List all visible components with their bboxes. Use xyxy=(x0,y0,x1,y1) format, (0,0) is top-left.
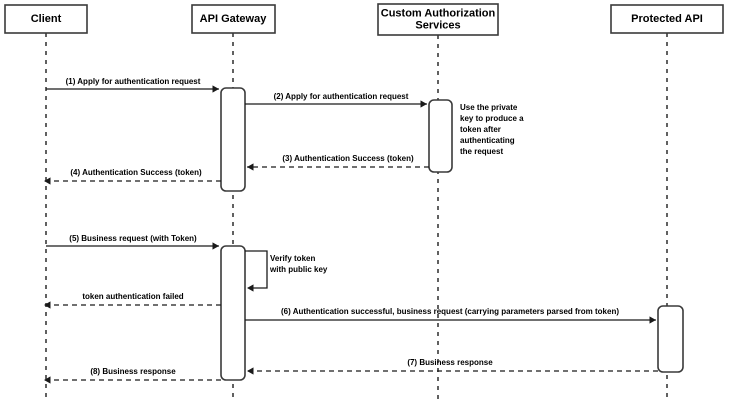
arrowhead xyxy=(44,376,51,384)
message-label-m3: (3) Authentication Success (token) xyxy=(282,154,414,163)
activation-bar-gateway-act-2[interactable] xyxy=(220,245,246,381)
participant-box-client[interactable] xyxy=(4,4,88,34)
message-label-m4: (4) Authentication Success (token) xyxy=(70,168,202,177)
arrowhead xyxy=(44,177,51,185)
message-m6[interactable]: (6) Authentication successful, business … xyxy=(245,307,656,324)
participant-gateway[interactable]: API Gateway xyxy=(191,4,276,34)
participant-box-authsvc[interactable] xyxy=(377,3,499,36)
participant-protected[interactable]: Protected API xyxy=(610,4,724,34)
activation-bar-authsvc-act-1[interactable] xyxy=(428,99,453,173)
participant-box-gateway[interactable] xyxy=(191,4,276,34)
message-m8[interactable]: (8) Business response xyxy=(44,367,221,384)
arrowhead xyxy=(420,100,427,108)
participant-client[interactable]: Client xyxy=(4,4,88,34)
arrowhead xyxy=(212,242,219,250)
participant-box-protected[interactable] xyxy=(610,4,724,34)
arrowhead xyxy=(247,367,254,375)
message-label-m5: (5) Business request (with Token) xyxy=(69,234,197,243)
note-line: key to produce a xyxy=(460,114,524,123)
message-label-m2: (2) Apply for authentication request xyxy=(274,92,409,101)
note-line: authenticating xyxy=(460,136,515,145)
message-label-m7: (7) Business response xyxy=(407,358,493,367)
participant-label-gateway: API Gateway xyxy=(200,13,268,25)
note-line: the request xyxy=(460,147,503,156)
message-m-fail[interactable]: token authentication failed xyxy=(44,292,221,309)
message-m7[interactable]: (7) Business response xyxy=(247,358,658,375)
activation-bar-protected-act-1[interactable] xyxy=(657,305,684,373)
arrowhead xyxy=(649,316,656,324)
arrowhead xyxy=(212,85,219,93)
arrowhead xyxy=(247,284,254,292)
message-m1[interactable]: (1) Apply for authentication request xyxy=(46,77,219,93)
participant-label-authsvc: Custom Authorization xyxy=(381,7,496,19)
message-m5[interactable]: (5) Business request (with Token) xyxy=(46,234,219,250)
self-message-self-verify[interactable]: Verify token with public key xyxy=(245,250,328,292)
self-message-label-self-verify: with public key xyxy=(269,265,328,274)
note-note-private-key: Use the private key to produce a token aft… xyxy=(460,103,524,156)
message-m2[interactable]: (2) Apply for authentication request xyxy=(245,92,427,108)
message-label-m8: (8) Business response xyxy=(90,367,176,376)
participant-label-client: Client xyxy=(31,13,62,25)
self-message-path-self-verify[interactable] xyxy=(245,250,268,289)
activation-bar-gateway-act-1[interactable] xyxy=(220,87,246,192)
self-message-label-self-verify: Verify token xyxy=(270,254,315,263)
participant-label-protected: Protected API xyxy=(631,13,703,25)
message-label-m-fail: token authentication failed xyxy=(82,292,183,301)
arrowhead xyxy=(44,301,51,309)
note-line: Use the private xyxy=(460,103,518,112)
note-line: token after xyxy=(460,125,501,134)
arrowhead xyxy=(247,163,254,171)
message-m3[interactable]: (3) Authentication Success (token) xyxy=(247,154,429,171)
message-m4[interactable]: (4) Authentication Success (token) xyxy=(44,168,221,185)
participant-label-authsvc: Services xyxy=(415,19,460,31)
message-label-m1: (1) Apply for authentication request xyxy=(66,77,201,86)
message-label-m6: (6) Authentication successful, business … xyxy=(281,307,619,316)
